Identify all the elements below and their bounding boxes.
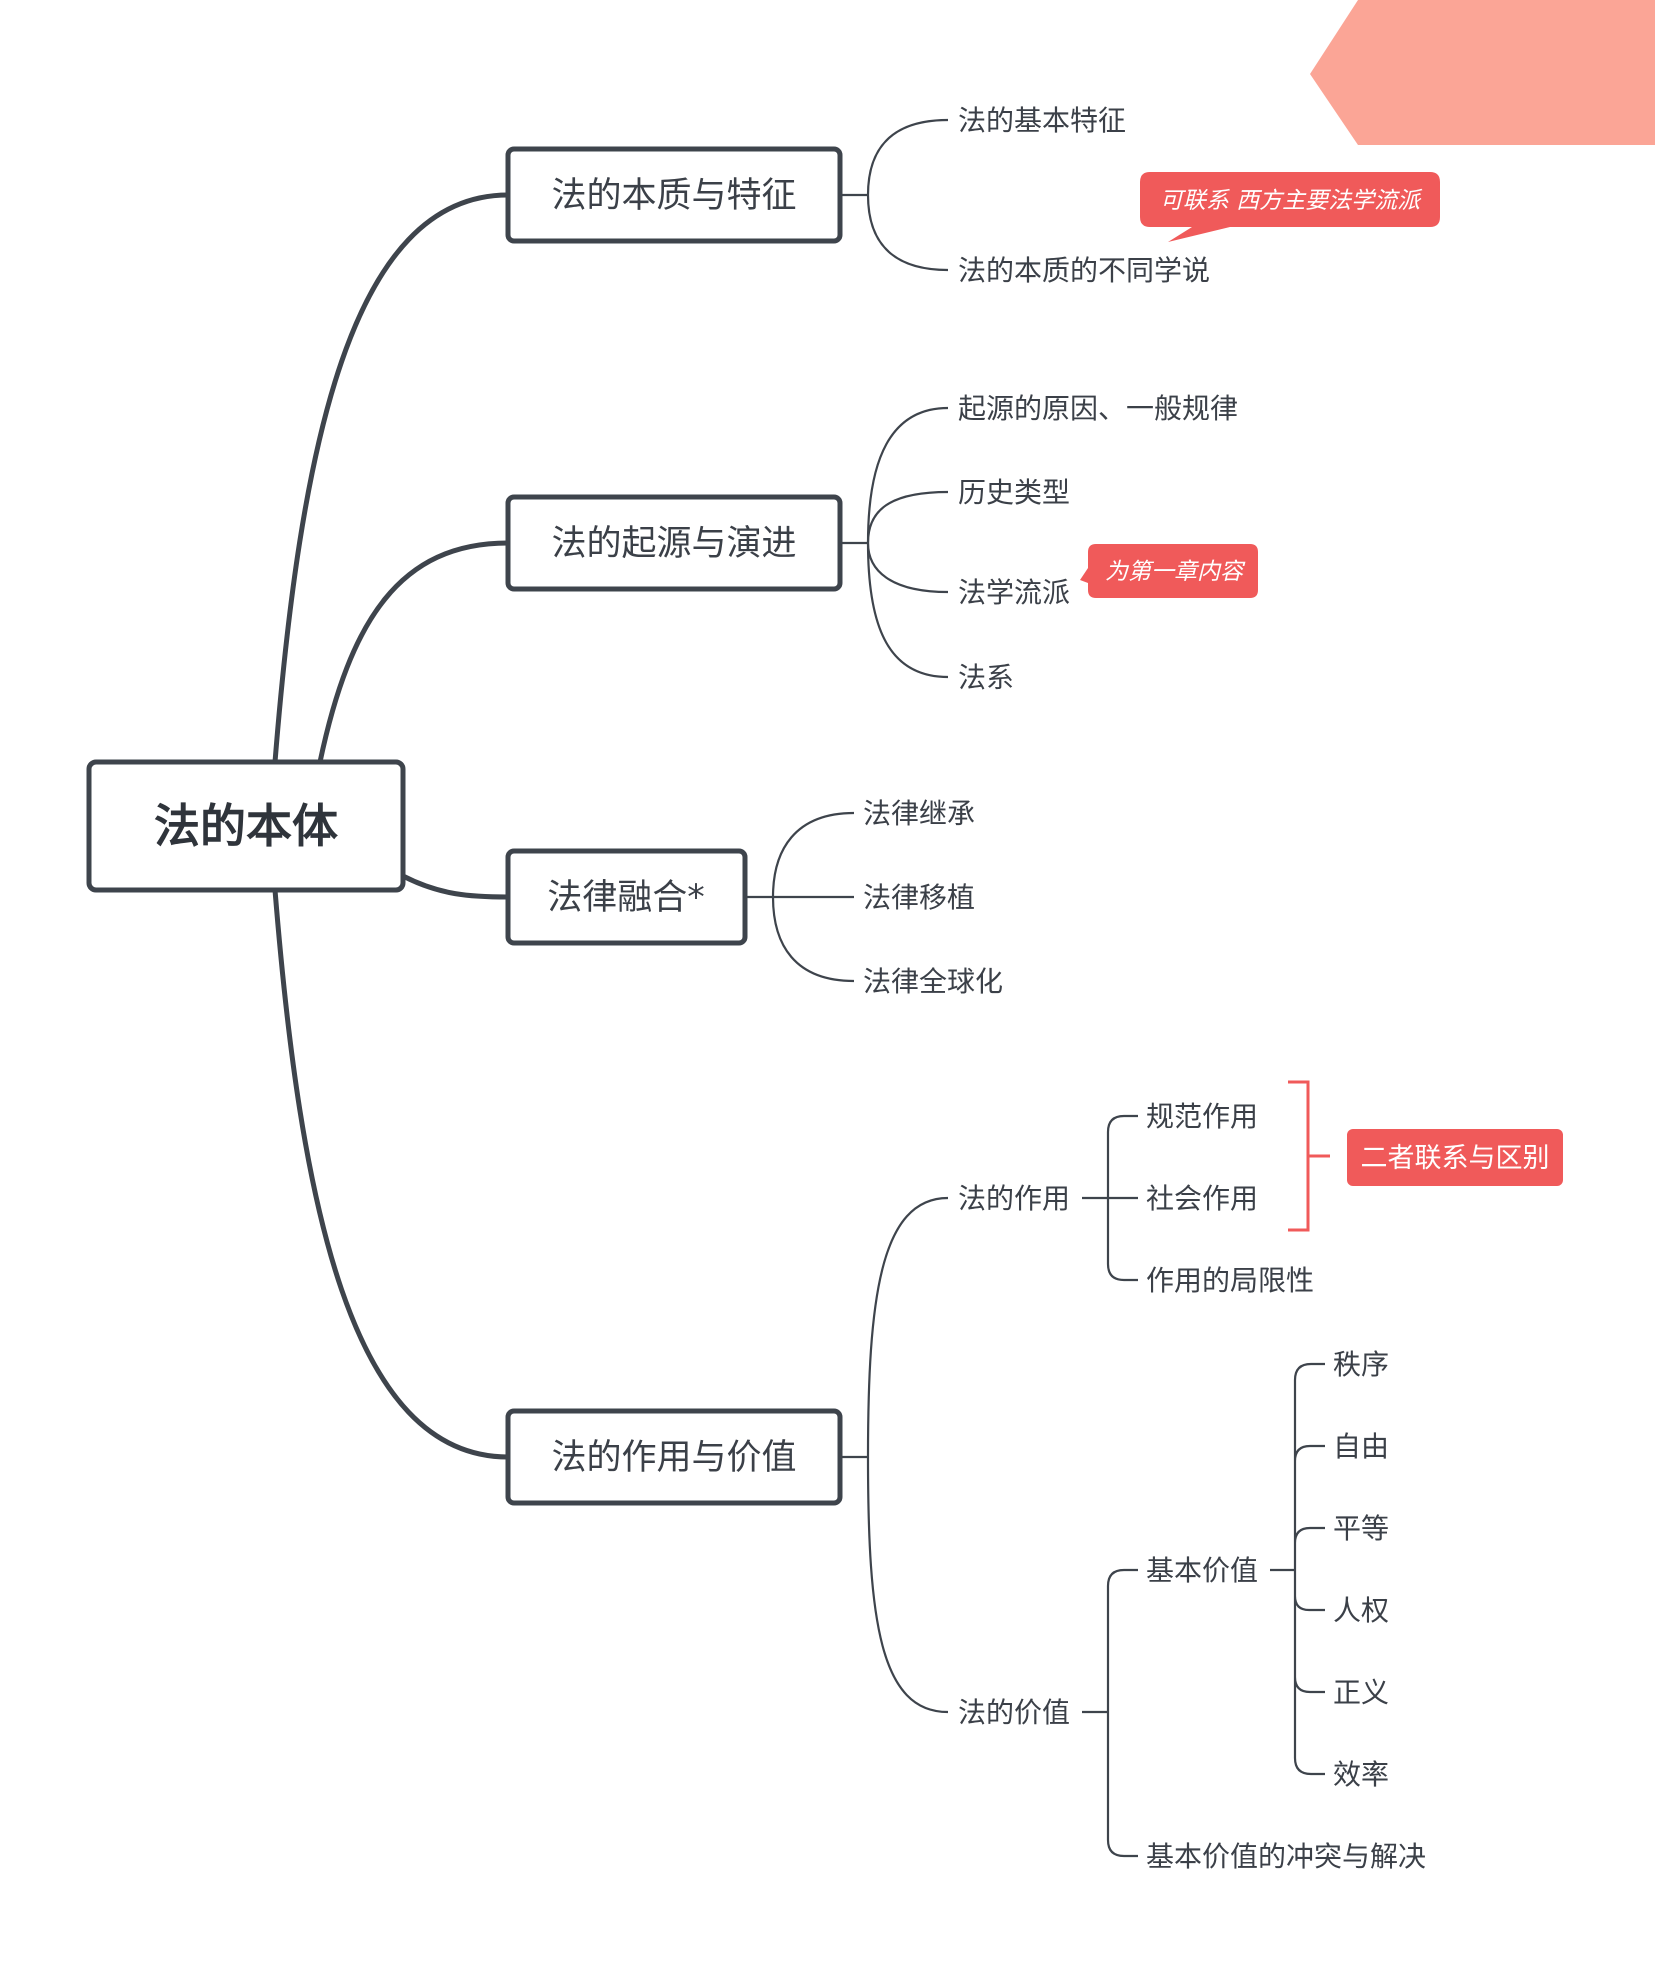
connector-b2-c3: [866, 542, 949, 594]
leaf-node[interactable]: 历史类型: [958, 476, 1070, 509]
connector-b1-c1: [866, 118, 949, 196]
connector-zuoyong-children: [1106, 1114, 1138, 1282]
branch-label: 法的作用与价值: [551, 1438, 796, 1478]
connector-root-branch-2: [317, 540, 509, 763]
leaf-node[interactable]: 秩序: [1333, 1348, 1389, 1381]
leaf-node[interactable]: 作用的局限性: [1146, 1264, 1314, 1297]
connector-b2-c1: [866, 406, 949, 544]
leaf-node[interactable]: 基本价值的冲突与解决: [1146, 1840, 1426, 1873]
leaf-connectors: [745, 118, 1325, 1858]
branch-node-essence[interactable]: 法的本质与特征: [505, 146, 843, 244]
leaf-node[interactable]: 法的作用: [958, 1182, 1070, 1215]
branch-label: 法的起源与演进: [551, 524, 796, 564]
callout-western-schools[interactable]: 可联系 西方主要法学流派: [1140, 172, 1440, 242]
connector-b3-c1: [771, 811, 855, 898]
root-label: 法的本体: [154, 799, 338, 853]
branch-label: 法的本质与特征: [551, 176, 796, 216]
branch-node-origin[interactable]: 法的起源与演进: [505, 494, 843, 592]
leaf-node[interactable]: 法的价值: [958, 1696, 1070, 1729]
connector-root-branch-1: [272, 192, 509, 763]
leaf-node[interactable]: 规范作用: [1146, 1100, 1258, 1133]
connector-root-branch-4: [272, 889, 509, 1460]
leaf-node[interactable]: 起源的原因、一般规律: [958, 392, 1238, 425]
connector-b3-c3: [771, 896, 855, 983]
leaf-node[interactable]: 法学流派: [958, 576, 1070, 609]
connector-jiben-children: [1293, 1362, 1325, 1776]
leaf-node[interactable]: 效率: [1333, 1758, 1389, 1791]
callout-chapter-one[interactable]: 为第一章内容: [1080, 544, 1258, 598]
root-node[interactable]: 法的本体: [86, 759, 406, 893]
connector-b2-c4: [866, 542, 949, 679]
callout-label: 可联系 西方主要法学流派: [1160, 188, 1423, 214]
connector-b1-c2: [866, 194, 949, 272]
summary-tag-label: 二者联系与区别: [1361, 1143, 1550, 1174]
root-connectors: [272, 192, 509, 1460]
leaf-node[interactable]: 法的基本特征: [958, 104, 1126, 137]
connector-b4-c1: [866, 1196, 949, 1458]
leaf-node[interactable]: 社会作用: [1146, 1182, 1258, 1215]
leaf-node[interactable]: 法律全球化: [863, 965, 1003, 998]
leaf-labels: 法的基本特征 法的本质的不同学说 起源的原因、一般规律 历史类型 法学流派 法系…: [863, 104, 1426, 1873]
decorative-hexagon: [1310, 0, 1655, 145]
callout-label: 为第一章内容: [1105, 559, 1246, 585]
branch-node-function-value[interactable]: 法的作用与价值: [505, 1408, 843, 1506]
leaf-node[interactable]: 基本价值: [1146, 1554, 1258, 1587]
leaf-node[interactable]: 自由: [1333, 1430, 1389, 1463]
summary-tag[interactable]: 二者联系与区别: [1347, 1129, 1563, 1186]
branch-node-fusion[interactable]: 法律融合*: [505, 848, 748, 946]
leaf-node[interactable]: 正义: [1333, 1676, 1389, 1709]
leaf-node[interactable]: 法的本质的不同学说: [958, 254, 1210, 287]
connector-b2-c2: [866, 490, 949, 544]
leaf-node[interactable]: 法律移植: [863, 881, 975, 914]
leaf-node[interactable]: 法系: [958, 661, 1014, 694]
leaf-node[interactable]: 人权: [1333, 1594, 1389, 1627]
leaf-node[interactable]: 法律继承: [863, 797, 975, 830]
branch-label: 法律融合*: [547, 878, 705, 918]
connector-b4-c2: [866, 1456, 949, 1714]
connector-root-branch-3: [401, 873, 509, 900]
leaf-node[interactable]: 平等: [1333, 1512, 1389, 1545]
summary-bracket: [1288, 1080, 1330, 1232]
connector-jiazhi-children: [1106, 1568, 1138, 1858]
